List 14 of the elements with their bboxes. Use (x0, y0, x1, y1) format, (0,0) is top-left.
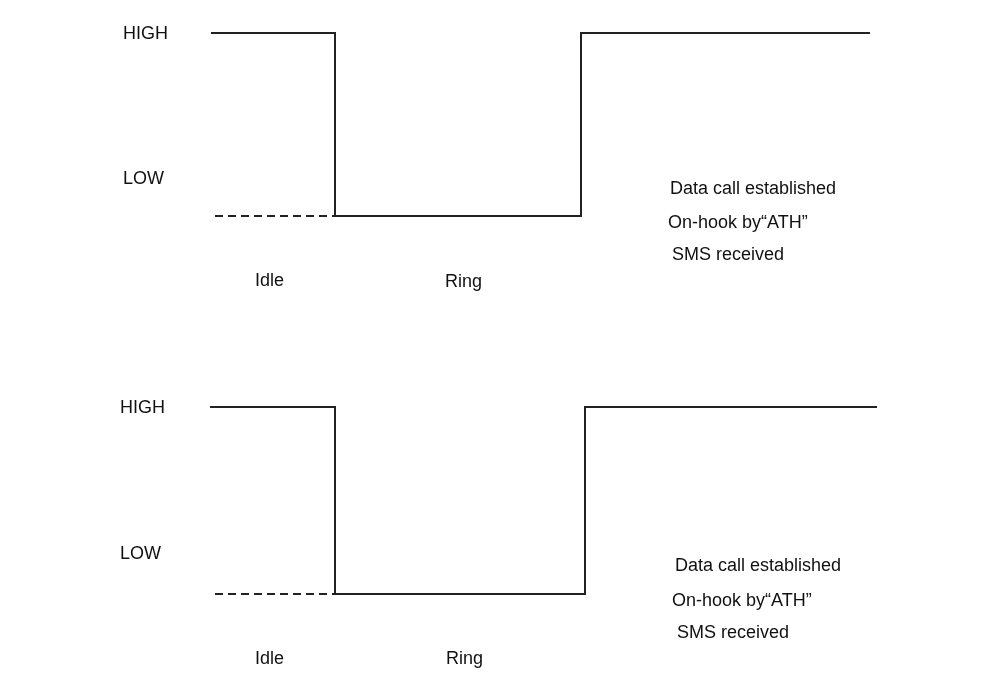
level-label: HIGH (123, 22, 168, 44)
event-label: On-hook by“ATH” (672, 589, 812, 611)
level-label: HIGH (120, 396, 165, 418)
event-label: Data call established (670, 177, 837, 199)
event-label: Data call established (675, 554, 842, 576)
event-label: SMS received (677, 621, 790, 643)
state-label: Ring (445, 270, 483, 292)
state-label: Idle (255, 647, 285, 669)
state-label: Idle (255, 269, 285, 291)
event-label: On-hook by“ATH” (668, 211, 808, 233)
state-label: Ring (446, 647, 484, 669)
level-label: LOW (123, 167, 164, 189)
event-label: SMS received (672, 243, 785, 265)
level-label: LOW (120, 542, 161, 564)
